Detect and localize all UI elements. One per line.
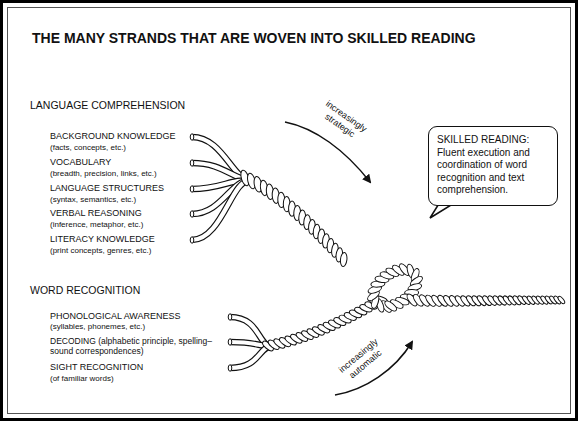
rope-twist: [383, 299, 398, 312]
strand-detail: (facts, concepts, etc.): [50, 143, 126, 153]
strand-end: [228, 339, 232, 345]
strand-name: BACKGROUND KNOWLEDGE: [50, 131, 176, 142]
strand: [192, 181, 250, 240]
strand-detail: (of familiar words): [50, 374, 114, 384]
callout-text: SKILLED READING: Fluent execution and co…: [437, 134, 549, 197]
group-heading: WORD RECOGNITION: [30, 284, 140, 297]
strand: [230, 346, 272, 368]
diagram-title: THE MANY STRANDS THAT ARE WOVEN INTO SKI…: [32, 30, 476, 47]
strand-name: LITERACY KNOWLEDGE: [50, 234, 155, 245]
strand-detail: (print concepts, genres, etc.): [50, 246, 151, 256]
strand: [192, 181, 250, 240]
strand-detail: (breadth, precision, links, etc.): [50, 169, 157, 179]
strand-detail: (syllables, phonemes, etc.): [50, 322, 145, 332]
strand-name: VOCABULARY: [50, 157, 111, 168]
rope-twist: [557, 295, 566, 304]
strand: [230, 346, 272, 368]
callout-box: SKILLED READING: Fluent execution and co…: [428, 126, 558, 206]
strand-detail: (inference, metaphor, etc.): [50, 220, 143, 230]
rope-strands: [190, 134, 566, 371]
rope-twist: [340, 252, 348, 267]
strand-end: [228, 365, 232, 371]
strand-name: SIGHT RECOGNITION: [50, 362, 143, 373]
strand-end: [190, 186, 194, 192]
group-heading: LANGUAGE COMPREHENSION: [30, 99, 185, 112]
strand-end: [190, 237, 194, 243]
strand-name: VERBAL REASONING: [50, 208, 142, 219]
strand-name: PHONOLOGICAL AWARENESS: [50, 311, 181, 322]
strand-end: [190, 160, 194, 166]
strand-detail: (syntax, semantics, etc.): [50, 195, 136, 205]
strand-name: DECODING (alphabetic principle, spelling…: [50, 336, 220, 356]
inner-frame: [8, 8, 571, 414]
strand-name: LANGUAGE STRUCTURES: [50, 183, 164, 194]
strand-end: [190, 134, 194, 140]
strand-end: [228, 314, 232, 320]
strand-end: [190, 211, 194, 217]
